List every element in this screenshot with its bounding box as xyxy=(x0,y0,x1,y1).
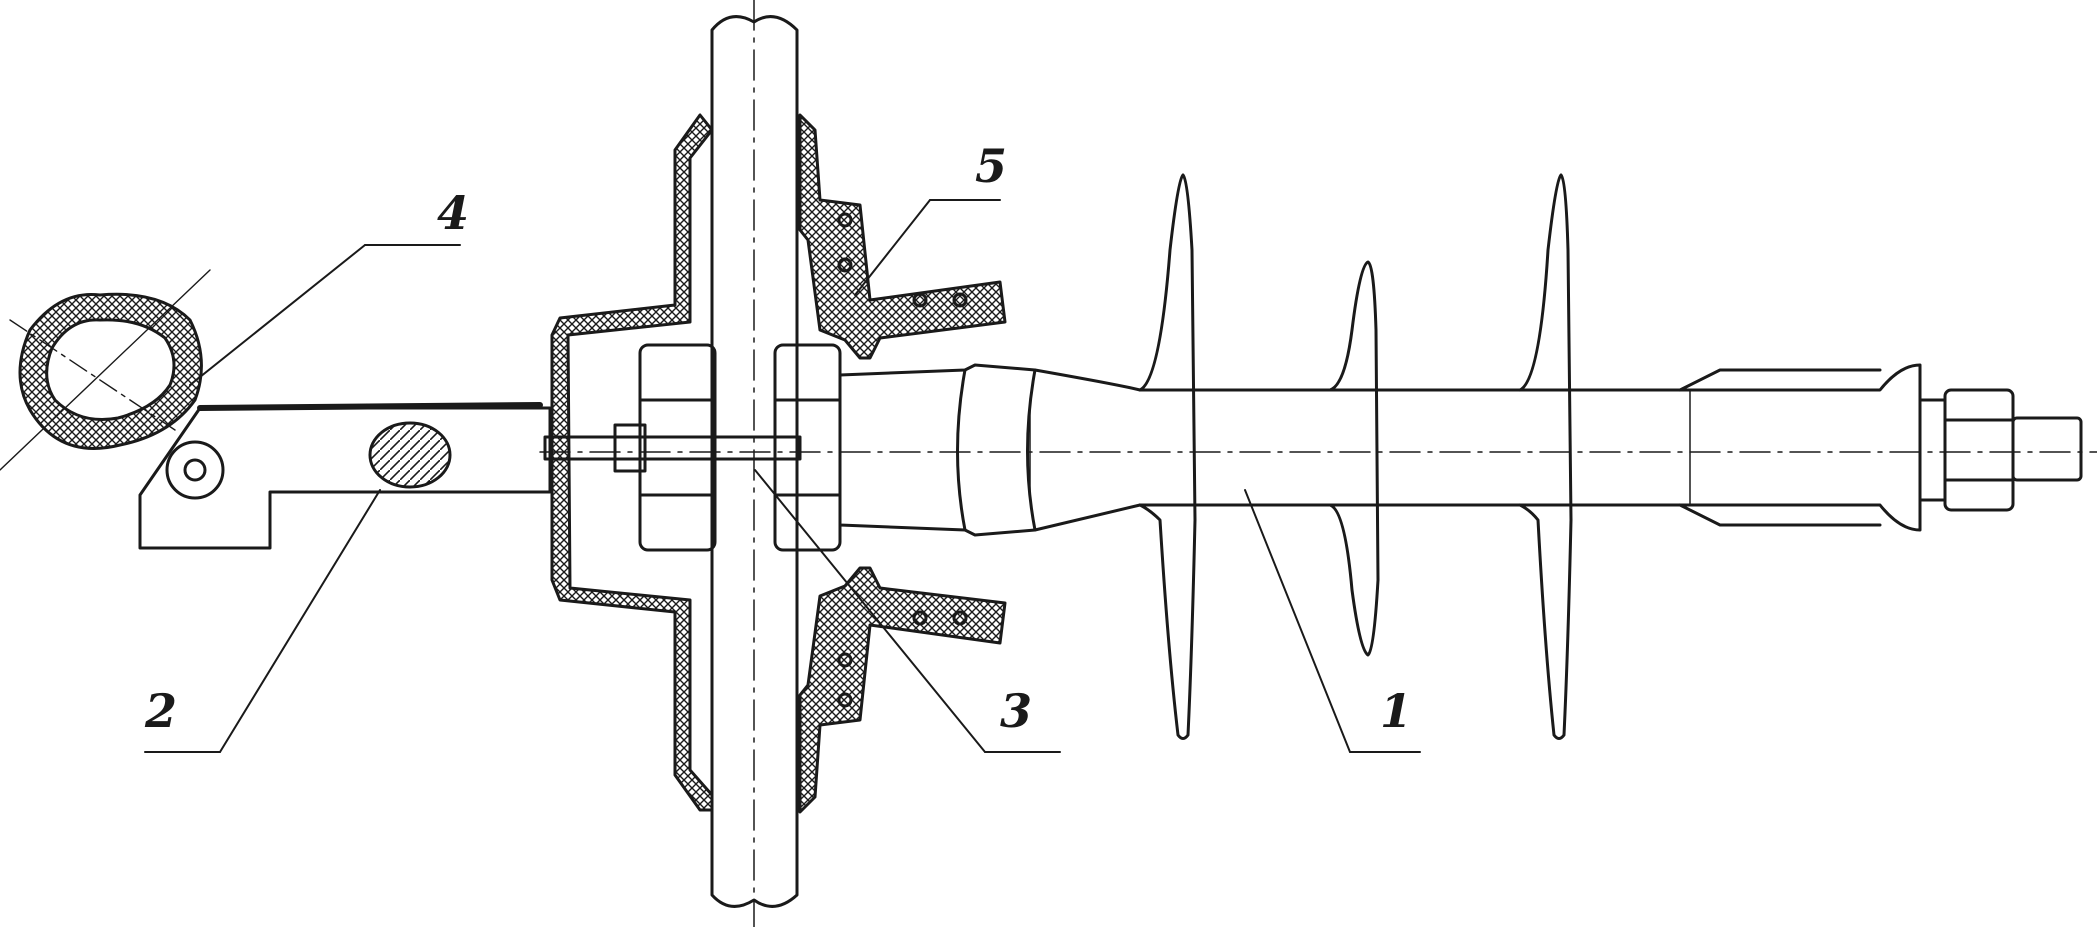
callout-label-4: 4 xyxy=(437,190,469,236)
insulator-body xyxy=(840,365,1920,535)
callout-label-2: 2 xyxy=(145,688,177,734)
end-fitting xyxy=(1920,390,2081,510)
tie-rod xyxy=(545,425,800,471)
callout-label-3: 3 xyxy=(1000,688,1032,734)
leader-lines xyxy=(145,200,1420,752)
right-nut xyxy=(775,345,840,550)
clamp-arm xyxy=(140,405,550,548)
right-housing-flange xyxy=(800,115,1005,812)
left-housing-shell xyxy=(552,115,712,810)
insulator-sheds xyxy=(1140,175,1571,739)
callout-label-1: 1 xyxy=(1380,688,1412,734)
vertical-pole xyxy=(712,0,797,927)
left-nut xyxy=(640,345,715,550)
callout-label-5: 5 xyxy=(975,143,1007,189)
